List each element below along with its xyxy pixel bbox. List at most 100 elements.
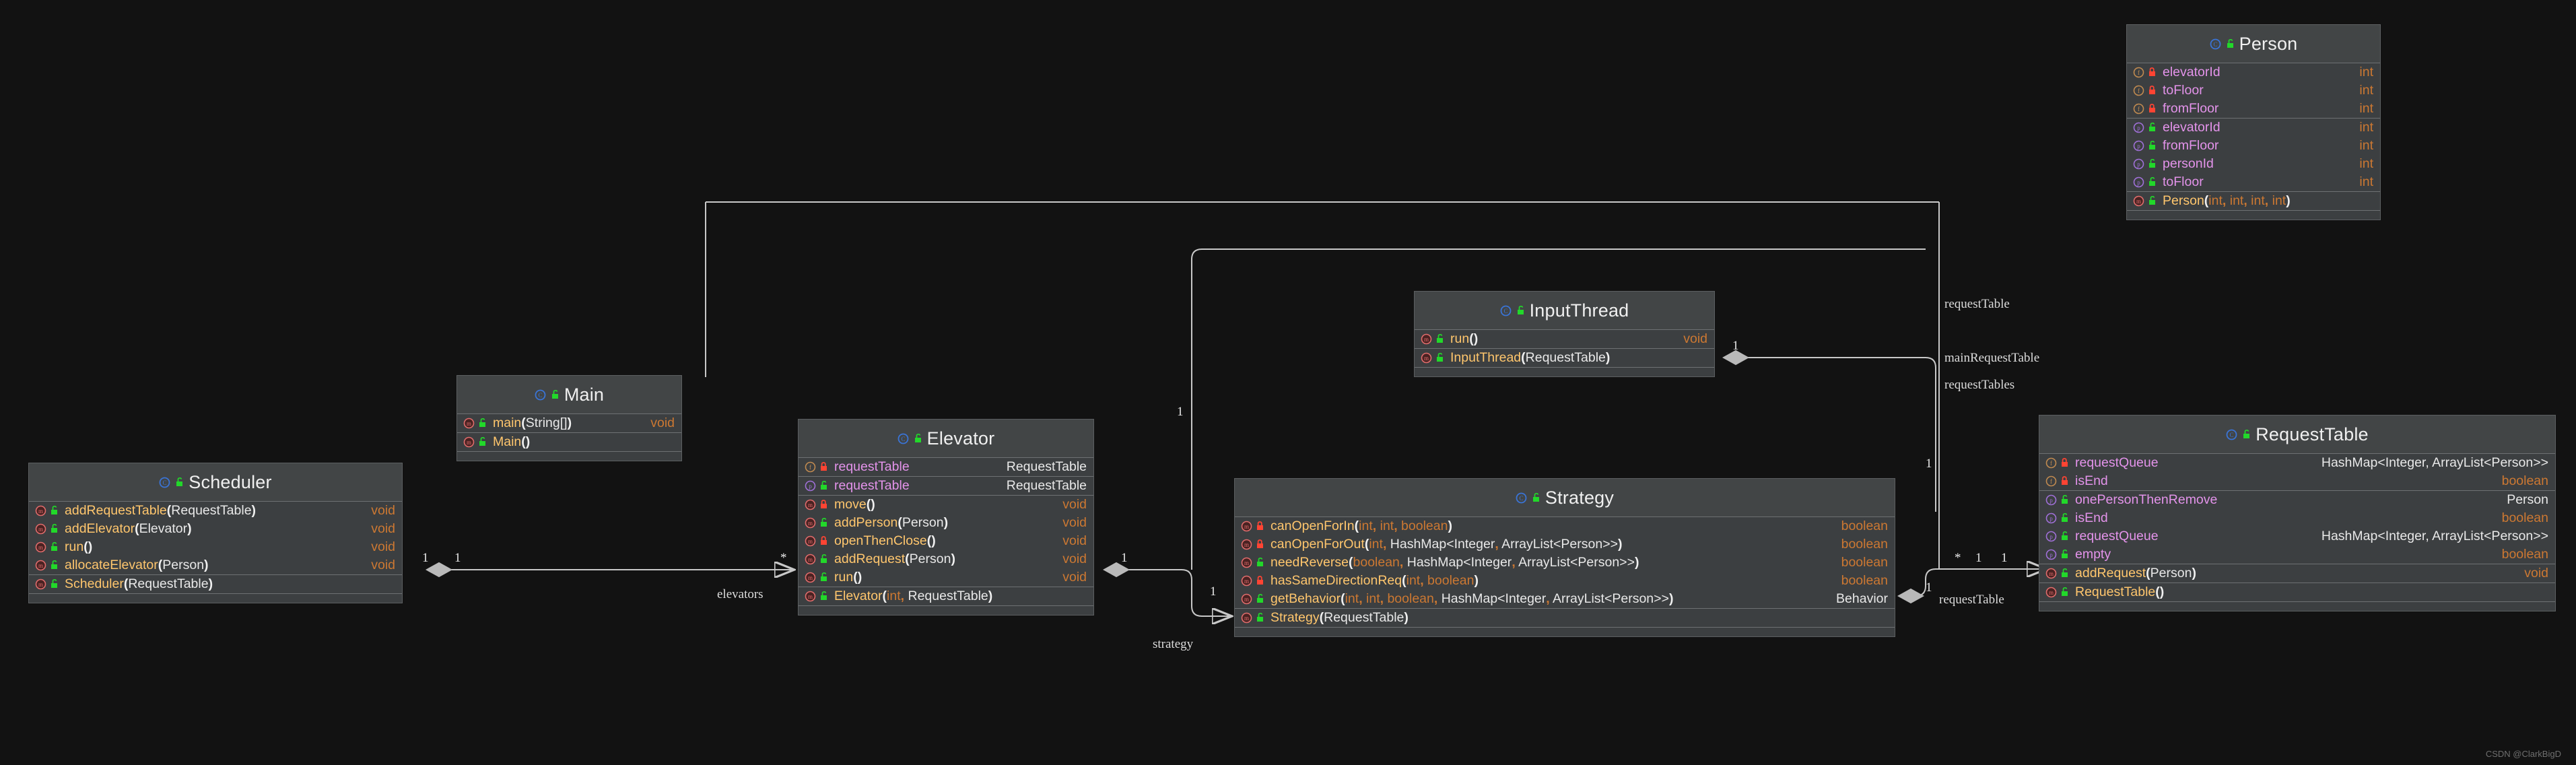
property-icon: p	[2133, 158, 2144, 170]
member-row[interactable]: m Person(int, int, int, int)	[2127, 192, 2380, 210]
svg-text:f: f	[2138, 69, 2140, 77]
svg-text:f: f	[809, 464, 812, 471]
lock-icon	[2148, 85, 2157, 96]
edge-label-main-request-table: mainRequestTable	[1944, 351, 2040, 365]
field-icon: f	[2133, 67, 2144, 78]
member-return-type: void	[371, 539, 395, 554]
svg-text:m: m	[38, 562, 43, 569]
property-icon: p	[2133, 122, 2144, 133]
box-padding	[799, 606, 1093, 615]
multiplicity-elevator-star: *	[780, 551, 787, 565]
method-icon: m	[1421, 352, 1432, 364]
svg-text:m: m	[2136, 198, 2141, 205]
property-icon: p	[2045, 531, 2057, 542]
member-signature: elevatorId	[2163, 120, 2221, 135]
member-return-type: void	[1062, 552, 1087, 566]
multiplicity-strategy-one: 1	[1210, 585, 1217, 599]
svg-text:p: p	[2137, 125, 2140, 131]
svg-text:m: m	[1424, 355, 1429, 362]
class-name: Main	[564, 384, 605, 405]
member-return-type: int	[2359, 174, 2373, 189]
method-icon: m	[1241, 612, 1252, 624]
member-icons: m	[1421, 333, 1444, 345]
box-padding	[29, 594, 402, 603]
member-signature: requestQueue	[2075, 529, 2159, 543]
member-icons: m	[1241, 612, 1264, 624]
member-row[interactable]: m addRequest(Person) void	[799, 550, 1093, 568]
member-return-type: void	[371, 503, 395, 518]
multiplicity-scheduler-b: 1	[454, 551, 461, 565]
unlock-icon	[2148, 195, 2157, 207]
member-signature: onePersonThenRemove	[2075, 492, 2218, 507]
method-icon: m	[805, 554, 816, 565]
property-icon: p	[805, 480, 816, 492]
svg-text:m: m	[808, 593, 813, 600]
member-signature: Person(int, int, int, int)	[2163, 193, 2291, 208]
method-icon: m	[1241, 521, 1252, 532]
method-icon: m	[463, 436, 475, 448]
unlock-icon	[175, 477, 184, 488]
multiplicity-input-one: 1	[1732, 339, 1739, 353]
class-icon: C	[897, 433, 909, 444]
unlock-icon	[914, 433, 922, 444]
property-icon: p	[2045, 549, 2057, 560]
member-return-type: boolean	[2501, 547, 2548, 562]
member-signature: addRequest(Person)	[834, 552, 955, 566]
method-icon: m	[805, 591, 816, 602]
svg-text:f: f	[2050, 478, 2053, 486]
member-icons: m	[35, 505, 59, 517]
field-icon: f	[2045, 475, 2057, 487]
svg-text:m: m	[38, 544, 43, 551]
member-icons: p	[2045, 494, 2069, 506]
